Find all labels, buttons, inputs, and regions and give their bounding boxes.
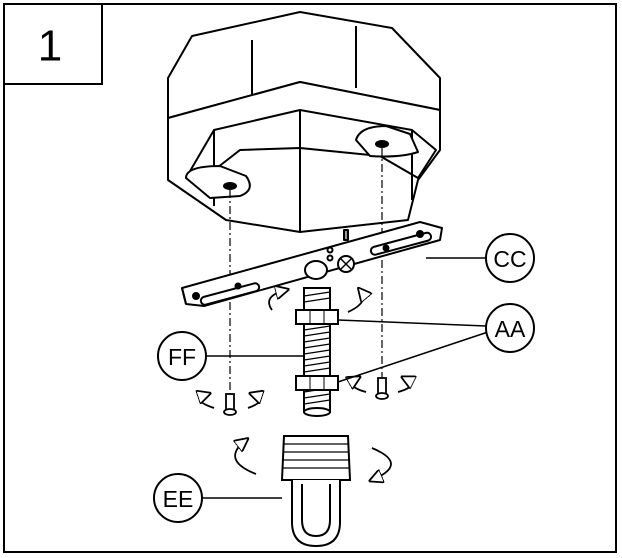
threaded-rod-icon <box>303 287 331 417</box>
step-number: 1 <box>38 22 62 71</box>
callout-cc: CC <box>485 233 535 283</box>
rotate-arrow-icon <box>200 290 410 480</box>
callout-aa-label: AA <box>495 316 526 342</box>
socket-icon <box>280 435 352 548</box>
screw-icon <box>223 377 389 416</box>
mounting-strap-icon <box>181 221 443 307</box>
callout-ff: FF <box>157 331 207 381</box>
callout-aa: AA <box>485 303 535 353</box>
junction-box-icon <box>167 11 441 233</box>
callout-ff-label: FF <box>168 344 196 370</box>
nut-icon <box>295 309 339 391</box>
callout-ee: EE <box>153 473 203 523</box>
callout-cc-label: CC <box>493 246 526 272</box>
leader-lines <box>202 257 489 499</box>
step-number-box: 1 <box>3 3 103 85</box>
callout-ee-label: EE <box>163 486 194 512</box>
